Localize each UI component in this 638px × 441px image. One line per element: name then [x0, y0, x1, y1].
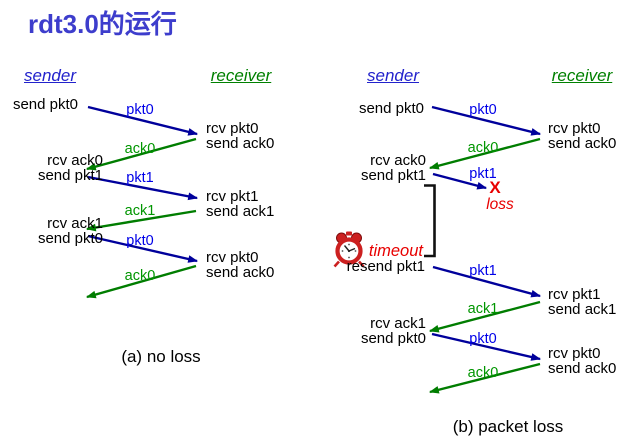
- arrow-pkt0-a2: [87, 234, 199, 263]
- panel-a-receiver-header: receiver: [210, 66, 272, 85]
- arrow-ack1-a: [85, 209, 197, 232]
- arrow-pkt1-a: [87, 175, 199, 201]
- event-label: send pkt0: [360, 330, 426, 347]
- panel-b-receiver-header: receiver: [551, 66, 613, 85]
- arrow-pkt0-a: [87, 105, 199, 136]
- alarm-clock-icon: [333, 231, 365, 268]
- event-label: send pkt0: [12, 96, 78, 113]
- event-label: rcv pkt1: [548, 286, 601, 303]
- arrow-label: ack0: [124, 141, 156, 157]
- panel-b-sender-header: sender: [367, 66, 419, 85]
- arrow-label: pkt0: [469, 331, 497, 347]
- event-label: send ack1: [548, 301, 617, 318]
- event-label: rcv ack1: [370, 315, 426, 332]
- arrow-label: ack0: [124, 268, 156, 284]
- arrow-pkt0-b2: [431, 332, 542, 361]
- timeout-label: timeout: [368, 242, 423, 260]
- arrow-label: pkt0: [469, 102, 497, 118]
- arrow-pkt1-resend-b: [432, 265, 542, 298]
- loss-x-mark: X: [489, 178, 501, 197]
- event-label: rcv ack0: [47, 152, 103, 169]
- panel-a-sender-header: sender: [24, 66, 76, 85]
- event-label: send ack1: [206, 203, 275, 220]
- event-label: rcv ack1: [47, 215, 103, 232]
- arrow-label: pkt1: [469, 263, 497, 279]
- event-label: send ack0: [206, 135, 275, 152]
- loss-label: loss: [486, 196, 514, 213]
- event-label: rcv pkt0: [206, 249, 259, 266]
- arrow-ack0-b2: [428, 362, 541, 394]
- slide-title: rdt3.0的运行: [28, 9, 177, 39]
- event-label: send ack0: [548, 360, 617, 377]
- arrow-label: pkt0: [126, 233, 154, 249]
- event-label: send ack0: [206, 264, 275, 281]
- event-label: rcv ack0: [370, 152, 426, 169]
- panel-a-caption: (a) no loss: [121, 347, 201, 366]
- arrow-label: ack1: [467, 301, 499, 317]
- event-label: send ack0: [548, 135, 617, 152]
- arrow-ack0-a2: [85, 264, 197, 299]
- arrow-label: ack0: [467, 140, 499, 156]
- arrow-ack0-a: [85, 137, 197, 171]
- arrow-pkt0-b: [431, 105, 542, 136]
- event-label: resend pkt1: [346, 258, 425, 275]
- event-label: rcv pkt0: [206, 120, 259, 137]
- event-label: send pkt1: [37, 167, 103, 184]
- event-label: send pkt0: [358, 100, 424, 117]
- arrow-ack0-b: [428, 137, 541, 170]
- panel-b-caption: (b) packet loss: [452, 417, 564, 436]
- arrow-label: pkt1: [126, 170, 154, 186]
- arrow-ack1-b: [428, 300, 541, 333]
- arrow-label: pkt0: [126, 102, 154, 118]
- event-label: rcv pkt0: [548, 345, 601, 362]
- arrow-label: ack0: [467, 365, 499, 381]
- event-label: rcv pkt0: [548, 120, 601, 137]
- event-label: rcv pkt1: [206, 188, 259, 205]
- event-label: send pkt1: [360, 167, 426, 184]
- arrow-label: ack1: [124, 203, 156, 219]
- event-label: send pkt0: [37, 230, 103, 247]
- arrow-pkt1-lost-b: [432, 172, 488, 190]
- arrow-label: pkt1: [469, 166, 497, 182]
- timeout-bracket: [424, 184, 436, 258]
